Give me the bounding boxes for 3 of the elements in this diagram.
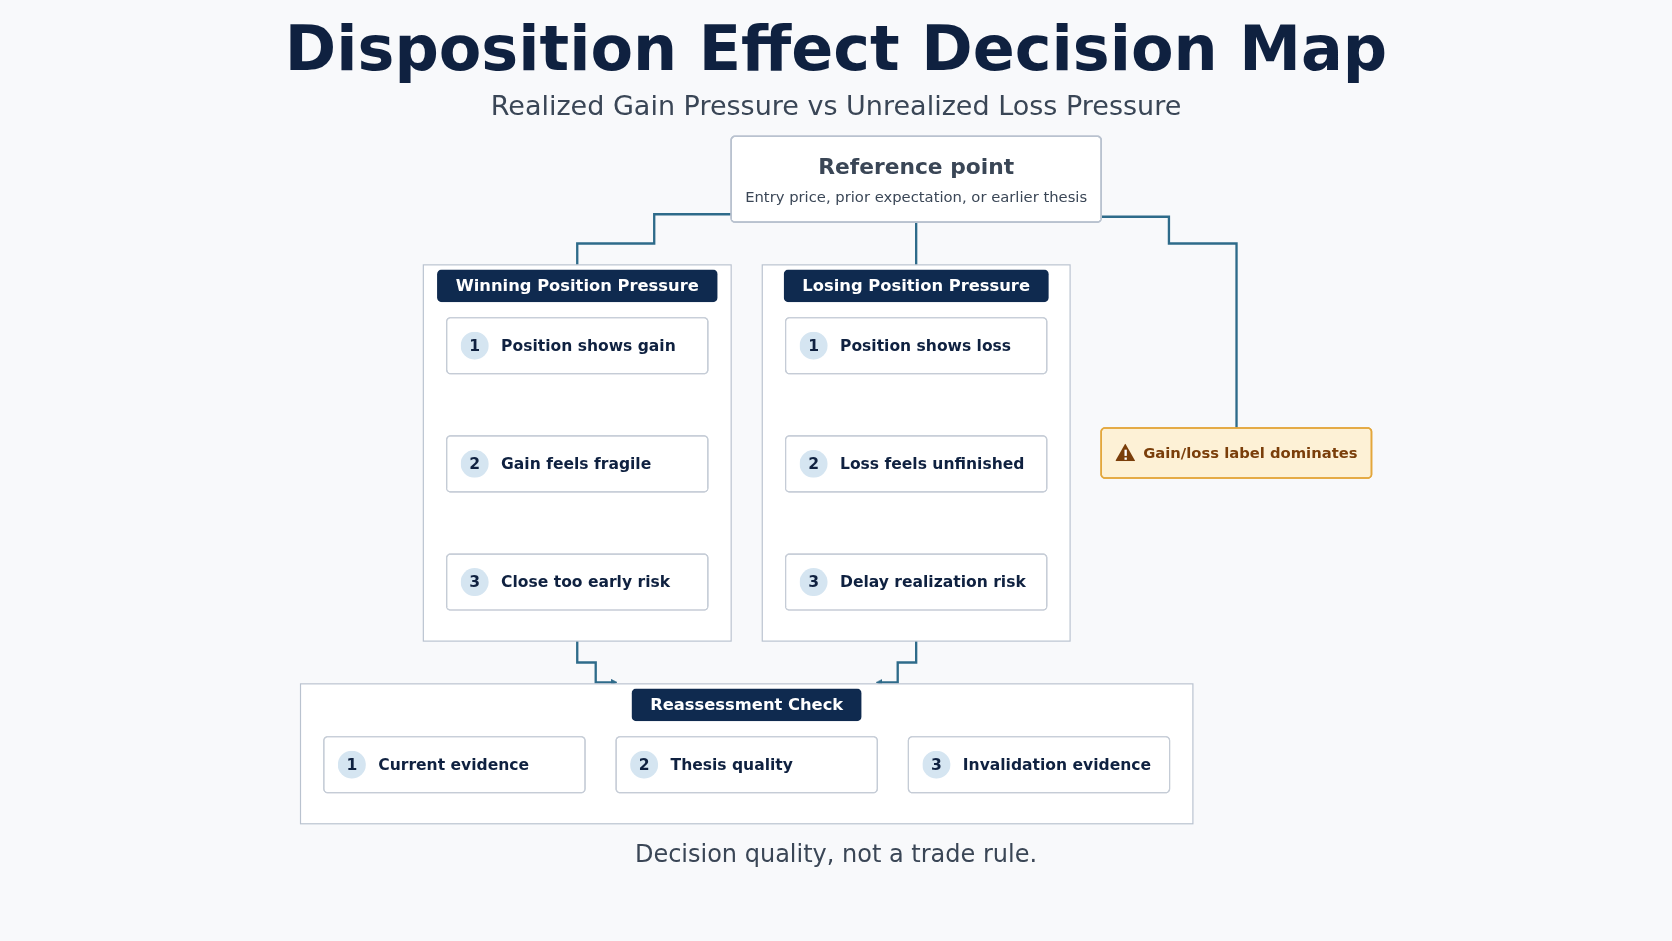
caption-text: Decision quality, not a trade rule. <box>634 839 1038 870</box>
subtitle: Realized Gain Pressure vs Unrealized Loss Pressure <box>490 89 1182 123</box>
diagram-title: Disposition Effect Decision Map <box>284 12 1388 86</box>
